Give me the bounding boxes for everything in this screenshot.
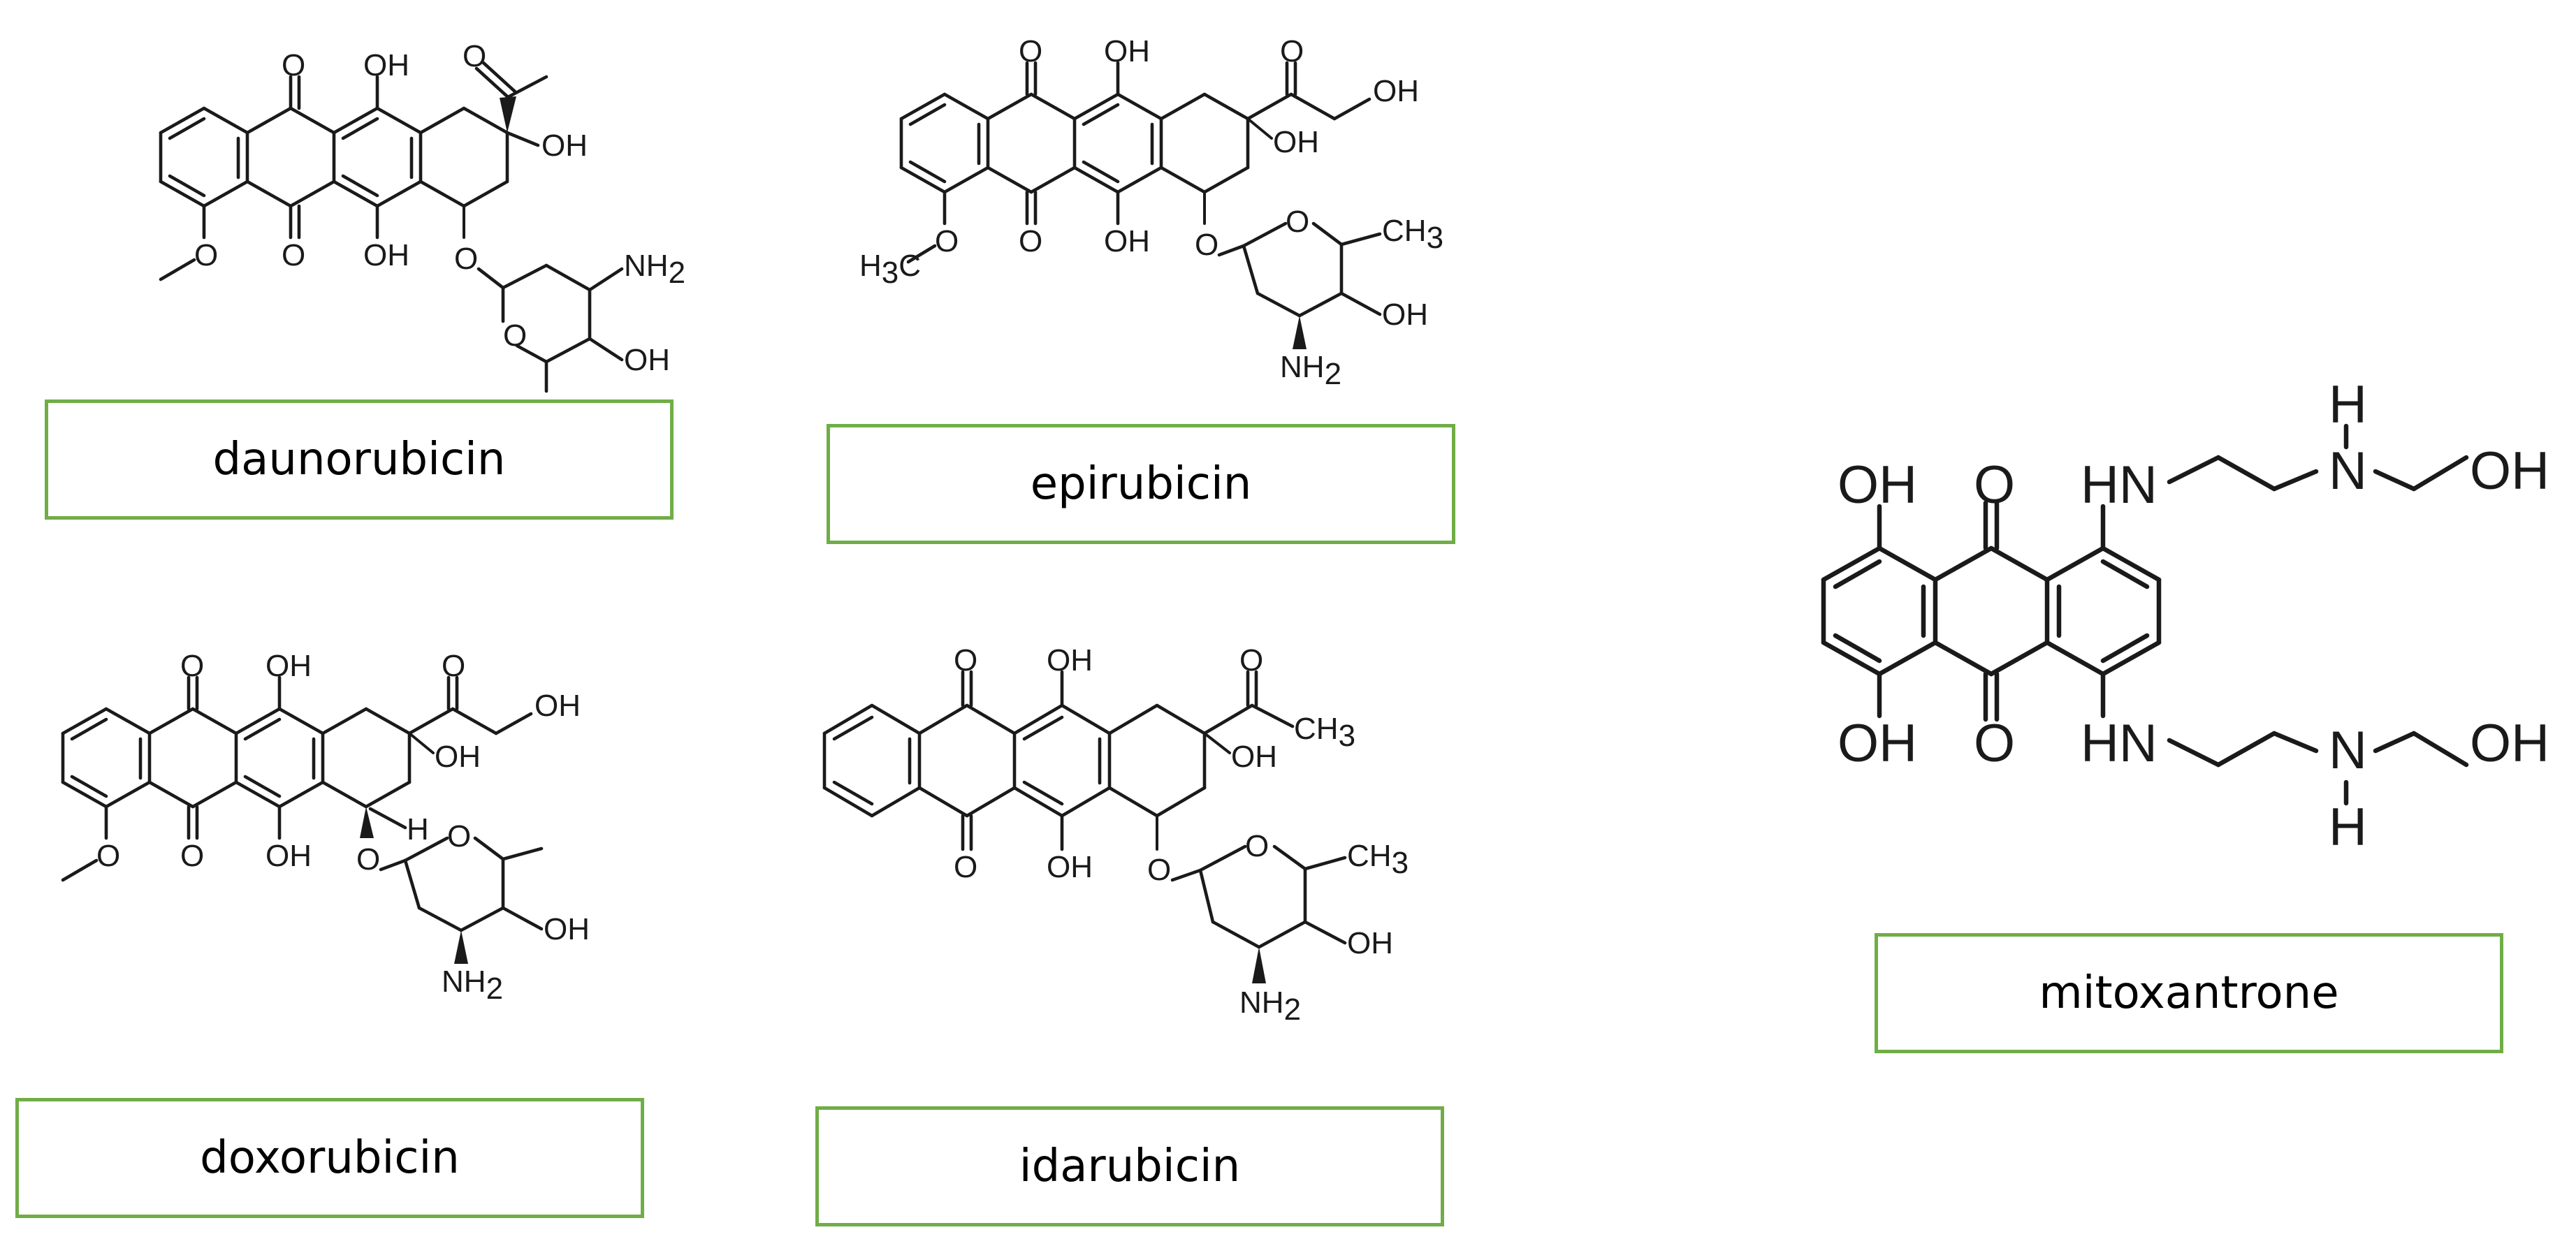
- doxorubicin-label: doxorubicin: [200, 1132, 460, 1184]
- atom-label: NH2: [442, 965, 503, 1006]
- atom-label: O: [96, 839, 120, 873]
- atom-label: OH: [1047, 850, 1093, 884]
- atom-label: O: [180, 649, 204, 683]
- atom-label: OH: [2470, 441, 2549, 501]
- atom-label: OH: [541, 129, 588, 163]
- atom-label: H: [2329, 375, 2367, 434]
- daunorubicin-structure: O OH O OH O OH O O NH2 O OH: [140, 28, 727, 405]
- atom-label: O: [282, 48, 305, 82]
- atom-label: NH2: [1280, 350, 1341, 391]
- mitoxantrone-structure: OH O HN H N OH OH O HN N H OH: [1789, 363, 2571, 894]
- mitoxantrone-label-box: mitoxantrone: [1875, 933, 2503, 1053]
- atom-label: OH: [1382, 298, 1428, 332]
- atom-label: OH: [1273, 125, 1319, 159]
- doxorubicin-structure: O OH O OH OH O OH O H O O OH NH2: [42, 629, 629, 1020]
- atom-label: O: [282, 238, 305, 272]
- atom-label: O: [1974, 455, 2015, 515]
- atom-label: OH: [534, 689, 581, 723]
- atom-label: N: [2329, 441, 2367, 501]
- atom-label: O: [1286, 205, 1309, 239]
- atom-label: O: [356, 842, 380, 877]
- atom-label: NH2: [1239, 985, 1301, 1027]
- atom-label: CH3: [1347, 839, 1409, 880]
- atom-label: O: [954, 643, 977, 677]
- atom-label: OH: [1838, 714, 1917, 773]
- atom-label: OH: [1104, 224, 1150, 258]
- atom-label: O: [1974, 714, 2015, 773]
- atom-label: CH3: [1382, 214, 1443, 255]
- epirubicin-label-box: epirubicin: [827, 424, 1455, 544]
- atom-label: O: [442, 649, 465, 683]
- atom-label: O: [1019, 224, 1042, 258]
- atom-label: O: [463, 39, 486, 73]
- atom-label: O: [447, 819, 471, 853]
- atom-label: O: [454, 242, 478, 276]
- atom-label: O: [503, 318, 527, 353]
- atom-label: OH: [1104, 34, 1150, 68]
- atom-label: OH: [1231, 740, 1277, 774]
- atom-label: O: [1245, 829, 1269, 863]
- atom-label: OH: [435, 740, 481, 774]
- atom-label: OH: [265, 649, 312, 683]
- atom-label: OH: [2470, 714, 2549, 773]
- atom-label: O: [1195, 228, 1218, 262]
- atom-label: H: [407, 812, 429, 846]
- idarubicin-structure: O OH O CH3 OH O OH O O CH3 OH NH2: [810, 615, 1425, 1076]
- atom-label: OH: [1838, 455, 1917, 515]
- atom-label: O: [1019, 34, 1042, 68]
- epirubicin-label: epirubicin: [1030, 458, 1252, 510]
- atom-label: N: [2329, 721, 2367, 780]
- atom-label: OH: [363, 238, 409, 272]
- doxorubicin-label-box: doxorubicin: [15, 1098, 644, 1218]
- atom-label: NH2: [624, 249, 685, 290]
- atom-label: O: [1280, 34, 1304, 68]
- atom-label: O: [194, 238, 218, 272]
- atom-label: HN: [2081, 714, 2157, 773]
- epirubicin-structure: O OH O OH OH O OH H3C O O O CH3 OH NH2: [852, 14, 1443, 405]
- atom-label: O: [1147, 853, 1171, 887]
- atom-label: OH: [544, 912, 590, 946]
- idarubicin-label: idarubicin: [1019, 1141, 1241, 1192]
- atom-label: CH3: [1294, 712, 1355, 753]
- atom-label: OH: [363, 48, 409, 82]
- mitoxantrone-label: mitoxantrone: [2039, 967, 2339, 1019]
- atom-label: OH: [265, 839, 312, 873]
- atom-label: O: [935, 224, 959, 258]
- atom-label: H: [2329, 798, 2367, 857]
- daunorubicin-label: daunorubicin: [212, 434, 506, 485]
- atom-label: O: [954, 850, 977, 884]
- atom-label: OH: [1047, 643, 1093, 677]
- atom-label: O: [1239, 643, 1263, 677]
- atom-label: OH: [1373, 74, 1419, 108]
- atom-label: OH: [624, 343, 670, 377]
- daunorubicin-label-box: daunorubicin: [45, 400, 674, 520]
- atom-label: HN: [2081, 455, 2157, 515]
- idarubicin-label-box: idarubicin: [815, 1106, 1444, 1226]
- atom-label: H3C: [859, 249, 921, 290]
- atom-label: O: [180, 839, 204, 873]
- atom-label: OH: [1347, 926, 1393, 960]
